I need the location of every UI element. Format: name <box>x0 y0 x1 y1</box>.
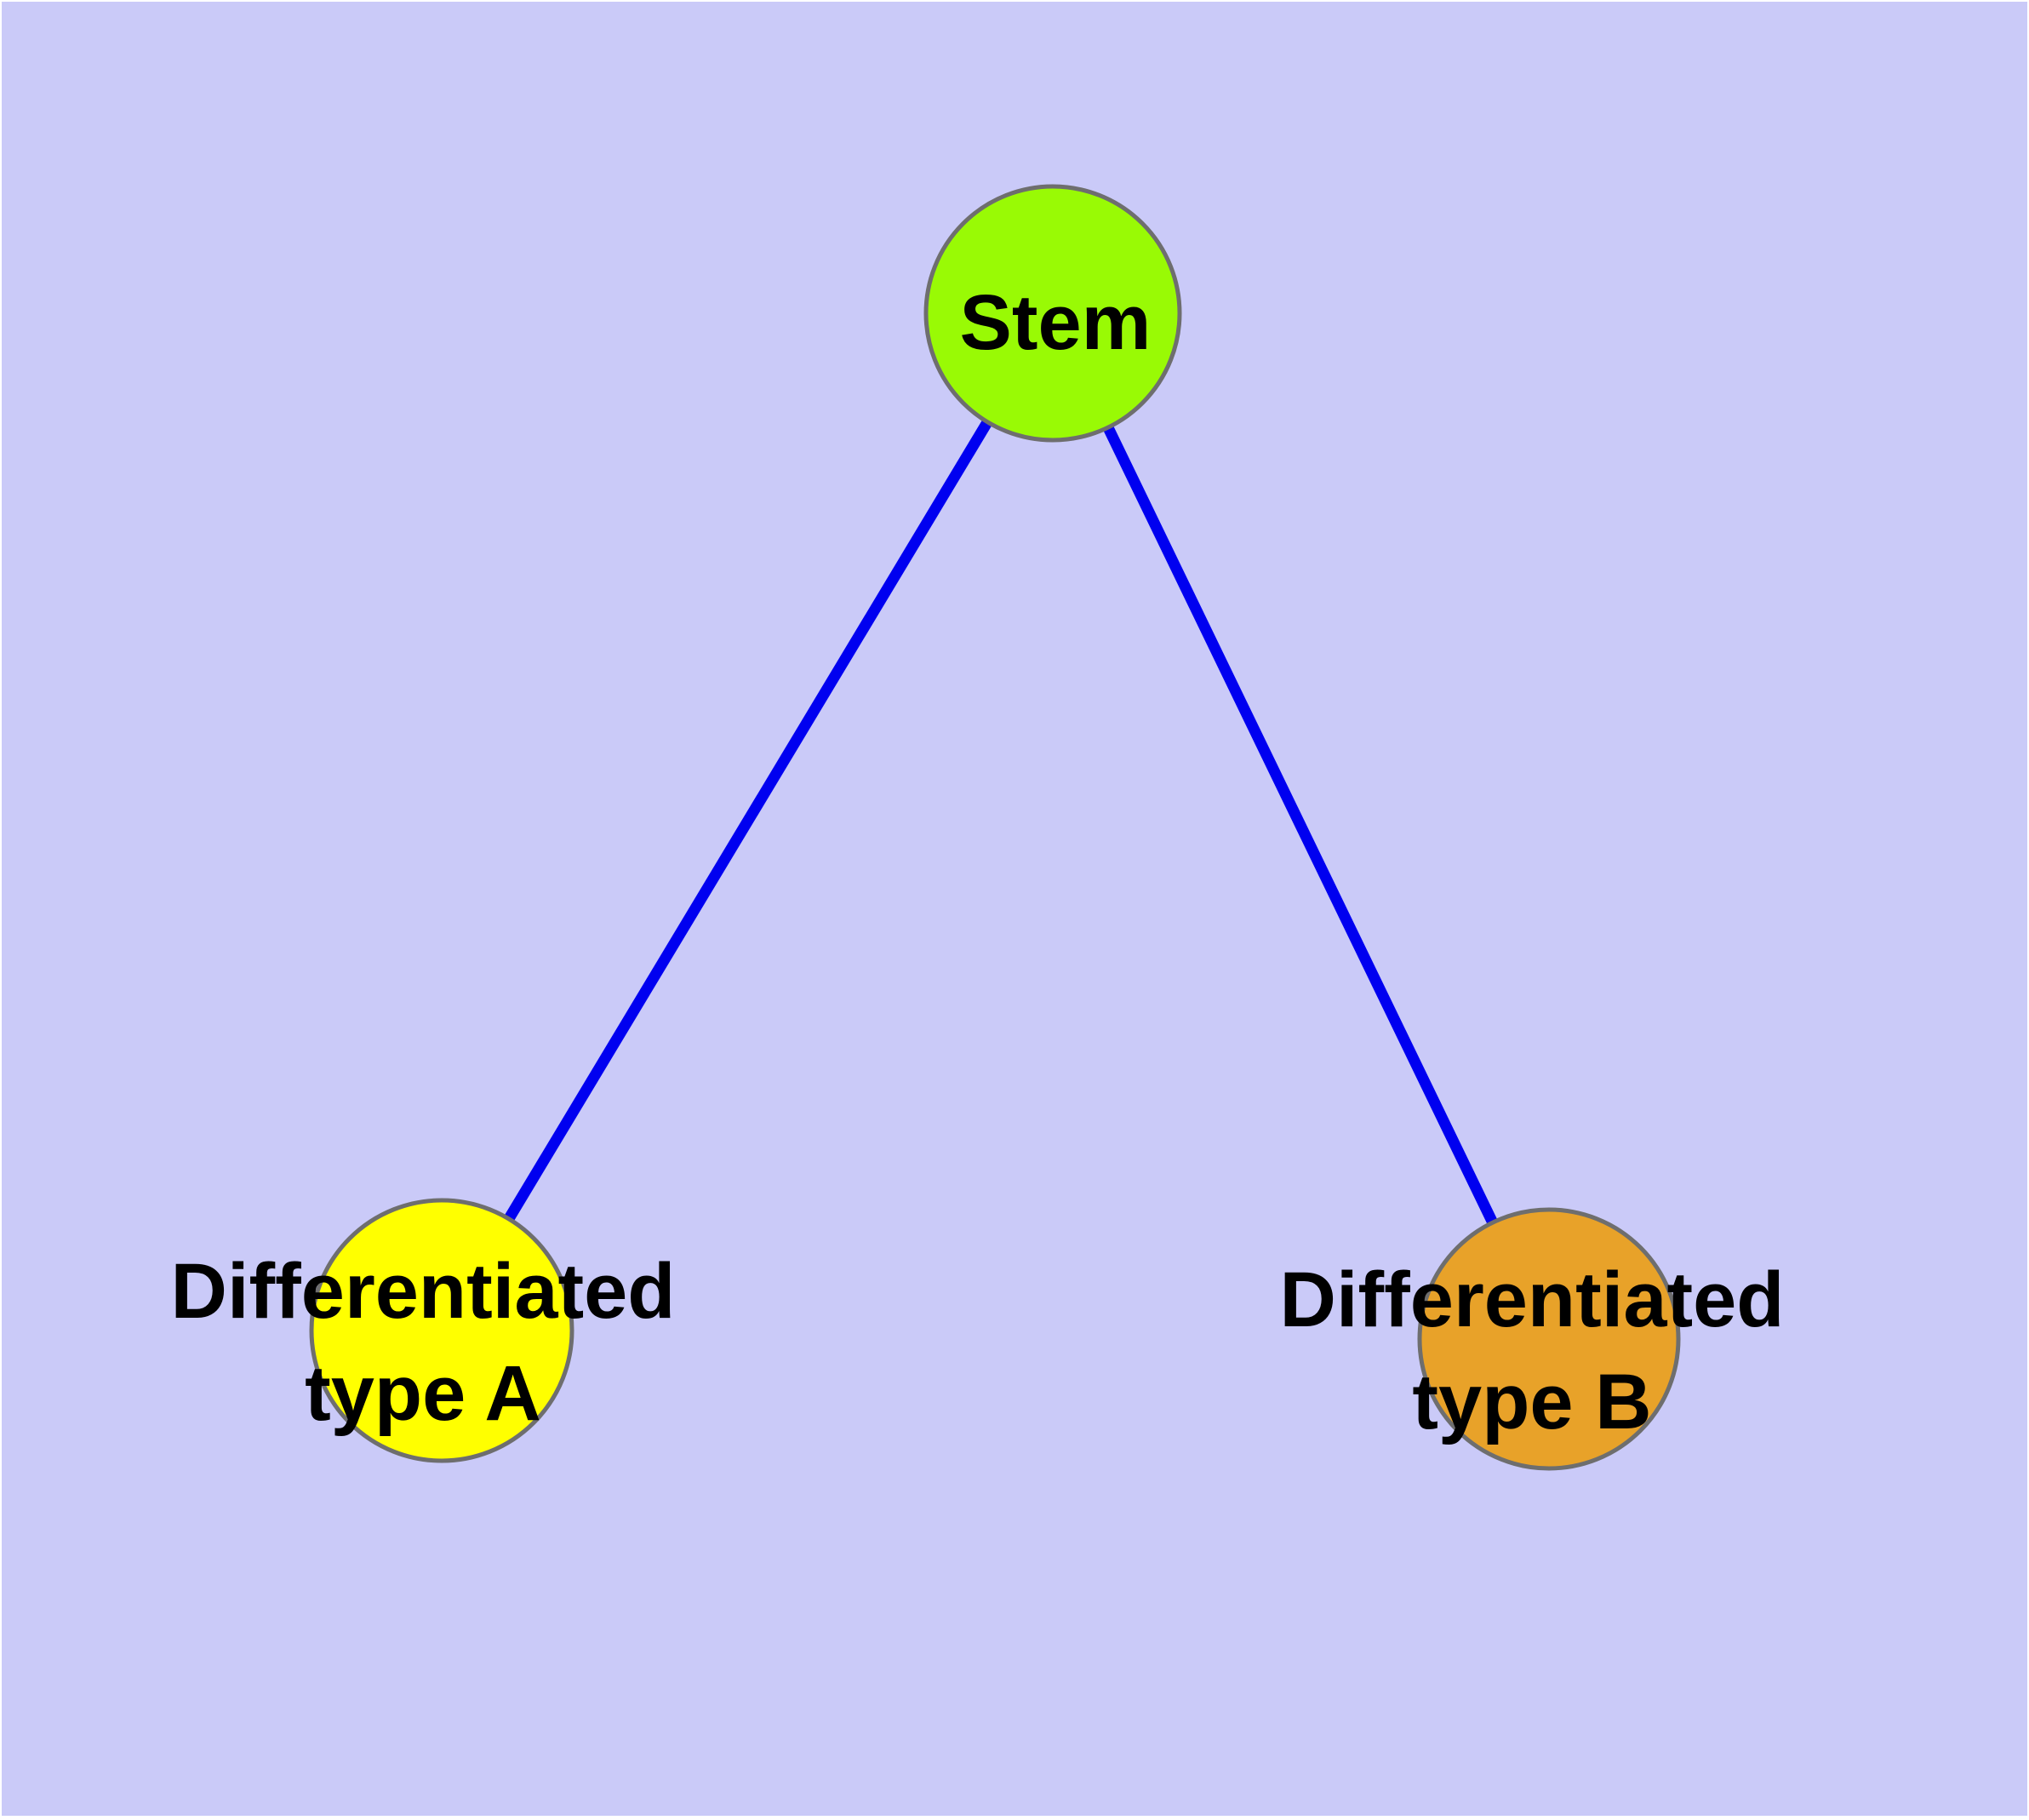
node-differentiated-type-a-label-line-2: type A <box>305 1350 541 1437</box>
node-differentiated-type-a-label-line-1: Differentiated <box>171 1248 676 1335</box>
node-stem-label-line-1: Stem <box>960 279 1152 366</box>
node-stem-circle <box>923 184 1182 443</box>
node-differentiated-type-a-circle <box>309 1198 574 1463</box>
node-differentiated-type-b-label-line-2: type B <box>1412 1359 1651 1445</box>
node-differentiated-type-a: Differentiated type A <box>171 1198 676 1463</box>
node-differentiated-type-b-label-line-1: Differentiated <box>1280 1256 1785 1343</box>
node-differentiated-type-b-circle <box>1417 1207 1681 1471</box>
node-stem: Stem <box>923 184 1182 443</box>
edge-stem-to-differentiated-type-b <box>1048 311 1554 1342</box>
edge-stem-to-differentiated-type-a <box>437 310 1058 1334</box>
node-differentiated-type-b: Differentiated type B <box>1280 1207 1785 1471</box>
